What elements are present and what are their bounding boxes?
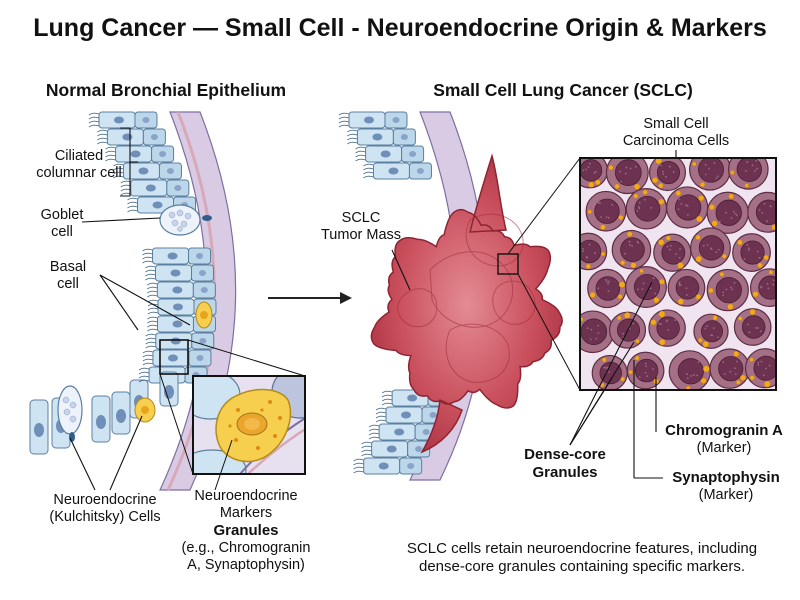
carcinoma-cell	[749, 268, 776, 308]
carcinoma-cells-inset	[579, 157, 777, 391]
columnar-cell	[155, 332, 215, 350]
columnar-cell-lower	[111, 391, 131, 435]
carcinoma-cell	[747, 191, 776, 233]
page-title: Lung Cancer — Small Cell - Neuroendocrin…	[33, 14, 767, 42]
carcinoma-cell	[709, 348, 750, 389]
carcinoma-cell	[706, 268, 749, 312]
carcinoma-cell	[693, 313, 729, 349]
tumor-zoom-indicator	[497, 157, 581, 391]
columnar-cell-lower	[91, 395, 111, 443]
carcinoma-cell	[666, 186, 709, 229]
right-callout-lines	[391, 150, 677, 479]
left-zoom-indicator	[159, 339, 306, 475]
carcinoma-cell	[668, 350, 711, 390]
carcinoma-cell	[733, 308, 772, 346]
bronchial-epithelium	[29, 111, 237, 491]
label-basal-cell: Basal cell	[49, 259, 87, 293]
neuroendocrine-cell-lower	[134, 397, 156, 423]
columnar-cell	[378, 423, 438, 441]
columnar-cell	[122, 162, 182, 180]
carcinoma-cell	[648, 158, 687, 192]
left-callout-lines	[69, 127, 191, 491]
left-zoom-inset	[192, 375, 306, 475]
columnar-cell	[365, 145, 425, 163]
label-chromogranin: Chromogranin A (Marker)	[665, 422, 783, 456]
columnar-cell	[152, 349, 212, 367]
carcinoma-cell	[625, 188, 668, 230]
label-neuroendocrine-markers: Neuroendocrine Markers Granules (e.g., C…	[181, 488, 311, 574]
label-ciliated-cell: Ciliated columnar cell	[36, 148, 122, 182]
carcinoma-cell	[580, 310, 615, 354]
carcinoma-cell	[744, 348, 776, 389]
columnar-cell	[106, 128, 166, 146]
label-synaptophysin: Synaptophysin (Marker)	[672, 469, 780, 503]
carcinoma-cell	[706, 191, 749, 234]
carcinoma-cell	[580, 158, 608, 189]
carcinoma-cell	[587, 268, 627, 309]
carcinoma-cell	[732, 233, 771, 272]
columnar-cell	[363, 457, 423, 475]
carcinoma-cell	[580, 232, 608, 271]
columnar-cell	[356, 128, 416, 146]
columnar-cell-lower	[159, 371, 179, 407]
columnar-cell-lower	[29, 399, 49, 455]
carcinoma-cell	[667, 268, 706, 307]
carcinoma-cell	[727, 158, 769, 190]
sclc-tumor-mass	[370, 153, 563, 454]
carcinoma-cell	[626, 351, 665, 390]
goblet-cell-lower	[57, 385, 83, 442]
label-dense-core-granules: Dense-core Granules	[524, 446, 606, 481]
carcinoma-cell	[625, 266, 667, 308]
neuroendocrine-cell-upper	[195, 301, 213, 329]
right-panel-heading: Small Cell Lung Cancer (SCLC)	[433, 80, 693, 100]
columnar-cell	[130, 179, 190, 197]
columnar-cell	[348, 111, 408, 129]
carcinoma-cell	[689, 158, 731, 191]
carcinoma-cell	[653, 233, 692, 272]
columnar-cell	[371, 440, 431, 458]
columnar-cell	[372, 162, 432, 180]
carcinoma-cell	[585, 190, 627, 232]
label-sclc-tumor-mass: SCLC Tumor Mass	[320, 210, 402, 244]
carcinoma-cell	[648, 309, 686, 347]
caption: SCLC cells retain neuroendocrine feature…	[406, 540, 758, 575]
columnar-cell	[152, 247, 212, 265]
left-panel-heading: Normal Bronchial Epithelium	[45, 80, 287, 100]
columnar-cell	[98, 111, 158, 129]
columnar-cell	[155, 264, 215, 282]
columnar-cell	[156, 281, 216, 299]
carcinoma-cell	[611, 229, 652, 270]
carcinoma-cell	[591, 354, 628, 390]
transition-arrow	[268, 292, 352, 304]
label-goblet-cell: Goblet cell	[40, 207, 84, 241]
carcinoma-cell	[605, 158, 649, 195]
goblet-cell	[159, 204, 212, 236]
label-carcinoma-cells: Small Cell Carcinoma Cells	[622, 116, 730, 150]
carcinoma-cell	[690, 227, 731, 269]
label-neuroendocrine-cells: Neuroendocrine (Kulchitsky) Cells	[49, 492, 161, 526]
